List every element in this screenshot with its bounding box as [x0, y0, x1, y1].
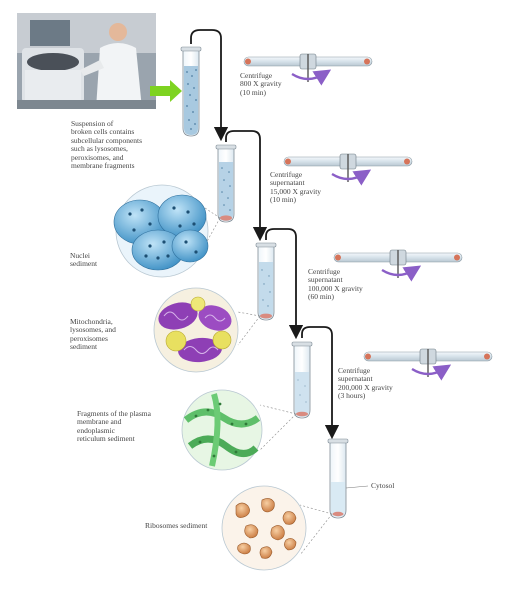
sediment-line: reticulum sediment: [77, 434, 135, 444]
flow-arrow-3: [265, 228, 304, 340]
suspension-label: Suspension of broken cells contains subc…: [71, 119, 143, 171]
centrifuge-rotor-2: [283, 153, 413, 186]
step-line: (10 min): [270, 195, 297, 205]
mitochondria-sediment-label: Mitochondria, lysosomes, and peroxisomes…: [70, 317, 116, 352]
step-3-label: Centrifuge supernatant 100,000 X gravity…: [308, 267, 363, 302]
step-1-label: Centrifuge 800 X gravity (10 min): [240, 71, 282, 97]
suspension-line: such as lysosomes,: [71, 144, 128, 154]
ribosomes-magnified: [221, 485, 307, 571]
membrane-sediment-label: Fragments of the plasma membrane and end…: [77, 409, 151, 444]
tube-2: [215, 144, 237, 223]
centrifuge-rotor-3: [333, 249, 463, 282]
step-4-label: Centrifuge supernatant 200,000 X gravity…: [338, 366, 393, 401]
sediment-line: lysosomes, and: [70, 325, 116, 335]
cytosol-leader: [345, 485, 369, 489]
centrifuge-rotor-1: [243, 53, 373, 86]
flow-arrow-2: [225, 130, 268, 242]
step-line: 100,000 X gravity: [308, 283, 363, 293]
step-line: (60 min): [308, 292, 335, 302]
flow-arrow-1: [190, 29, 229, 142]
highlight-arrow: [150, 80, 182, 102]
suspension-line: subcellular components: [71, 135, 143, 145]
magnify-leaders: [204, 207, 333, 556]
sediment-line: Nuclei: [70, 251, 90, 260]
nuclei-sediment-label: Nuclei sediment: [70, 251, 98, 269]
sediment-line: endoplasmic: [77, 425, 115, 435]
tube-1: [180, 46, 202, 137]
flow-arrow-4: [301, 326, 340, 440]
step-line: 200,000 X gravity: [338, 382, 393, 392]
lab-technician-photo: [17, 13, 156, 109]
mitochondria-magnified: [153, 287, 239, 373]
sediment-line: Fragments of the plasma: [77, 409, 151, 418]
step-line: Centrifuge: [308, 267, 341, 276]
suspension-line: broken cells contains: [71, 127, 135, 137]
cytosol-text: Cytosol: [371, 481, 395, 490]
step-line: Centrifuge: [240, 71, 273, 80]
centrifuge-rotor-4: [363, 348, 493, 381]
step-line: (10 min): [240, 87, 267, 97]
tube-5: [327, 438, 369, 519]
flow-arrows: [190, 29, 340, 440]
suspension-line: Suspension of: [71, 119, 114, 128]
er-magnified: [181, 389, 263, 471]
step-line: (3 hours): [338, 391, 366, 401]
suspension-line: peroxisomes, and: [71, 152, 124, 162]
sediment-line: Mitochondria,: [70, 317, 113, 326]
step-line: 15,000 X gravity: [270, 186, 322, 196]
suspension-line: membrane fragments: [71, 161, 135, 171]
step-line: supernatant: [308, 275, 343, 285]
sediment-line: sediment: [70, 342, 98, 352]
step-line: supernatant: [338, 374, 373, 384]
tube-3: [255, 242, 277, 321]
step-line: supernatant: [270, 178, 305, 188]
sediment-line: membrane and: [77, 417, 122, 427]
step-line: Centrifuge: [270, 170, 303, 179]
sediment-line: Ribosomes sediment: [145, 521, 208, 530]
nuclei-magnified: [113, 184, 209, 278]
sediment-line: sediment: [70, 259, 98, 269]
step-line: Centrifuge: [338, 366, 371, 375]
step-2-label: Centrifuge supernatant 15,000 X gravity …: [270, 170, 322, 205]
step-line: 800 X gravity: [240, 79, 282, 89]
tube-4: [291, 341, 313, 419]
sediment-line: peroxisomes: [70, 333, 108, 343]
ribosomes-sediment-label: Ribosomes sediment: [145, 521, 208, 530]
cytosol-label: Cytosol: [371, 481, 395, 490]
